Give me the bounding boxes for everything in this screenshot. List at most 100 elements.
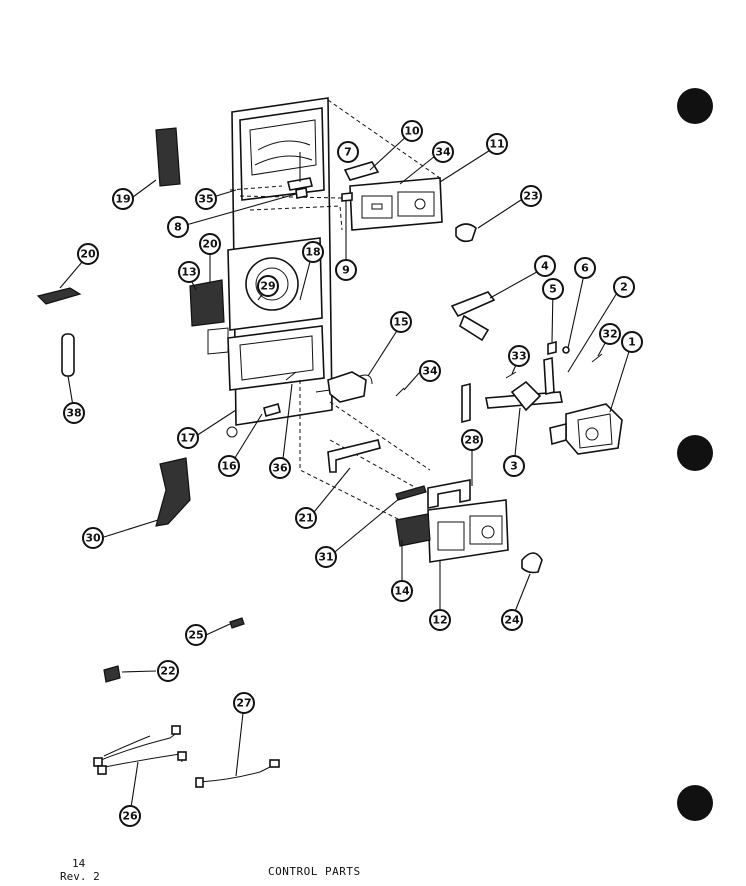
callout-12: 12 [429, 609, 451, 631]
page-revision: Rev. 2 [60, 870, 100, 883]
connector-25-part [229, 617, 245, 629]
callout-4: 4 [534, 255, 556, 277]
svg-text:20: 20 [80, 248, 96, 261]
callout-18: 18 [302, 241, 324, 263]
svg-text:20: 20 [202, 238, 218, 251]
bracket-28-part [427, 479, 471, 509]
callout-13: 13 [178, 261, 200, 283]
callout-30: 30 [82, 527, 104, 549]
insulation-14-part [395, 513, 431, 547]
insulation-13-part [189, 279, 225, 327]
callout-24: 24 [501, 609, 523, 631]
screw-34-lower-part [395, 387, 405, 397]
svg-text:6: 6 [581, 262, 589, 275]
svg-text:28: 28 [464, 434, 479, 447]
svg-text:3: 3 [510, 460, 518, 473]
svg-text:2: 2 [620, 281, 628, 294]
svg-text:4: 4 [541, 260, 549, 273]
callout-26: 26 [119, 805, 141, 827]
svg-text:33: 33 [511, 350, 526, 363]
callout-31: 31 [315, 546, 337, 568]
svg-text:34: 34 [422, 365, 438, 378]
motor-bracket-3-part [461, 356, 563, 424]
control-housing-part [207, 97, 333, 438]
callout-8: 8 [167, 216, 189, 238]
svg-text:27: 27 [236, 697, 251, 710]
callout-16: 16 [218, 455, 240, 477]
connector-22-part [103, 665, 121, 683]
clip-33-part [505, 371, 517, 379]
lower-control-panel-part [427, 499, 509, 563]
callout-3: 3 [503, 455, 525, 477]
motor-1-part [549, 403, 623, 455]
svg-text:29: 29 [260, 280, 275, 293]
svg-text:11: 11 [489, 138, 504, 151]
svg-text:21: 21 [298, 512, 313, 525]
svg-text:15: 15 [393, 316, 408, 329]
callout-14: 14 [391, 580, 413, 602]
tube-38-part [61, 333, 75, 377]
page-number: 14 [72, 857, 86, 870]
callout-25: 25 [185, 624, 207, 646]
svg-text:7: 7 [344, 146, 352, 159]
svg-text:23: 23 [523, 190, 538, 203]
callout-34-lower: 34 [419, 360, 441, 382]
callout-34-upper: 34 [432, 141, 454, 163]
callout-5: 5 [542, 278, 564, 300]
callout-35: 35 [195, 188, 217, 210]
callout-17: 17 [177, 427, 199, 449]
callout-27: 27 [233, 692, 255, 714]
callout-11: 11 [486, 133, 508, 155]
callout-23: 23 [520, 185, 542, 207]
callout-29: 29 [257, 275, 279, 297]
callout-20-left: 20 [77, 243, 99, 265]
callout-1: 1 [621, 331, 643, 353]
binder-hole-bottom [677, 785, 713, 821]
svg-text:1: 1 [628, 336, 636, 349]
callout-36: 36 [269, 457, 291, 479]
svg-text:18: 18 [305, 246, 320, 259]
rail-21-part [327, 439, 381, 473]
nut-6-part [562, 346, 570, 354]
bracket-7-part [287, 177, 313, 191]
bracket-10-part [343, 161, 380, 181]
screw-5-part [547, 340, 557, 356]
svg-text:32: 32 [602, 328, 617, 341]
callout-2: 2 [613, 276, 635, 298]
svg-text:13: 13 [181, 266, 196, 279]
callout-21: 21 [295, 507, 317, 529]
fan-blade-4-part [450, 291, 496, 342]
svg-text:16: 16 [221, 460, 237, 473]
svg-text:38: 38 [66, 407, 81, 420]
callout-7: 7 [337, 141, 359, 163]
svg-text:36: 36 [272, 462, 288, 475]
wire-harness-26-part [93, 725, 187, 775]
wire-harness-27-part [195, 759, 280, 788]
clip-8-part [295, 187, 308, 199]
duct-30-part [155, 457, 191, 527]
binder-hole-top [677, 88, 713, 124]
svg-text:31: 31 [318, 551, 333, 564]
svg-text:8: 8 [174, 221, 182, 234]
strip-31-part [395, 485, 427, 501]
clip-16-part [263, 403, 281, 417]
callout-20-center: 20 [199, 233, 221, 255]
binder-hole-middle [677, 435, 713, 471]
callout-33: 33 [508, 345, 530, 367]
svg-text:25: 25 [188, 629, 203, 642]
svg-text:26: 26 [122, 810, 138, 823]
knob-24-part [521, 552, 543, 574]
upper-control-panel-part [349, 177, 443, 231]
page-title: CONTROL PARTS [268, 865, 361, 878]
screw-36-part [285, 371, 297, 381]
svg-text:34: 34 [435, 146, 451, 159]
callout-38: 38 [63, 402, 85, 424]
callout-32: 32 [599, 323, 621, 345]
svg-text:24: 24 [504, 614, 520, 627]
svg-text:12: 12 [432, 614, 447, 627]
callout-28: 28 [461, 429, 483, 451]
svg-text:14: 14 [394, 585, 410, 598]
callout-6: 6 [574, 257, 596, 279]
svg-text:9: 9 [342, 264, 350, 277]
